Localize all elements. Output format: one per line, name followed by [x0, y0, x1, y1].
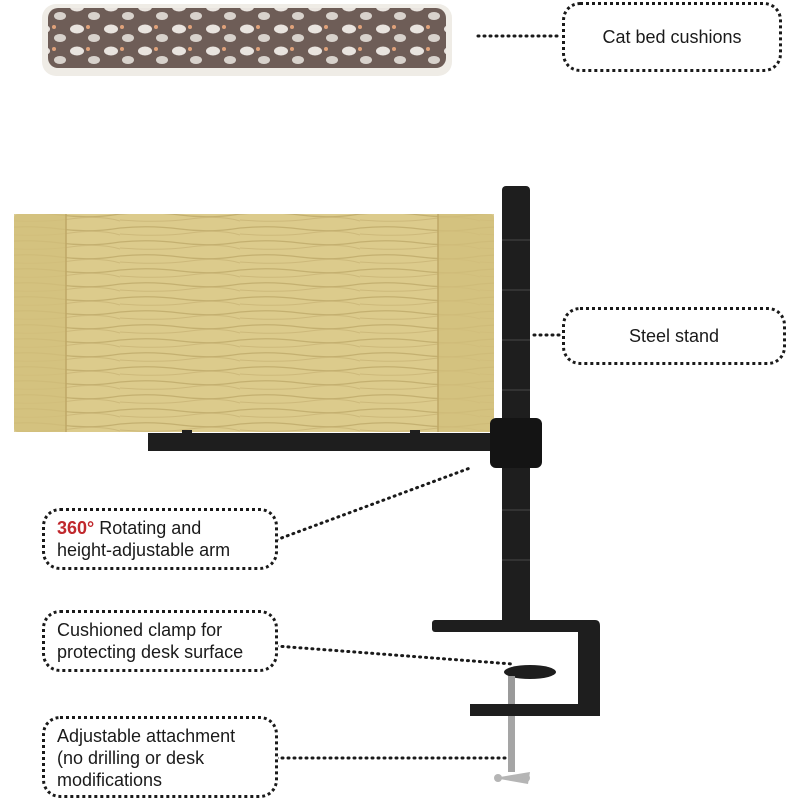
desk-clamp	[432, 620, 600, 784]
callout-rotating-arm: 360° Rotating and height-adjustable arm	[42, 508, 278, 570]
callout-line: height-adjustable arm	[57, 540, 231, 560]
callout-line: (no drilling or desk	[57, 748, 205, 768]
callout-line: protecting desk surface	[57, 642, 244, 662]
support-arm	[148, 430, 508, 451]
callout-adjustable-attachment: Adjustable attachment (no drilling or de…	[42, 716, 278, 798]
steel-stand-pole	[490, 186, 542, 626]
leader-lines	[274, 34, 562, 760]
callout-text: Cat bed cushions	[602, 27, 742, 47]
cat-bed-cushion	[42, 4, 452, 76]
callout-cat-bed-cushions: Cat bed cushions	[562, 2, 782, 72]
callout-text: Steel stand	[628, 326, 720, 346]
callout-cushioned-clamp: Cushioned clamp for protecting desk surf…	[42, 610, 278, 672]
callout-line: Cushioned clamp for	[57, 620, 223, 640]
callout-line: 360° Rotating and	[57, 517, 263, 539]
accent-text: 360°	[57, 518, 95, 538]
callout-text: Rotating and	[94, 518, 202, 538]
callout-line: modifications	[57, 770, 163, 790]
callout-line: Adjustable attachment	[57, 726, 236, 746]
wooden-bed-box	[14, 214, 494, 432]
callout-steel-stand: Steel stand	[562, 307, 786, 365]
